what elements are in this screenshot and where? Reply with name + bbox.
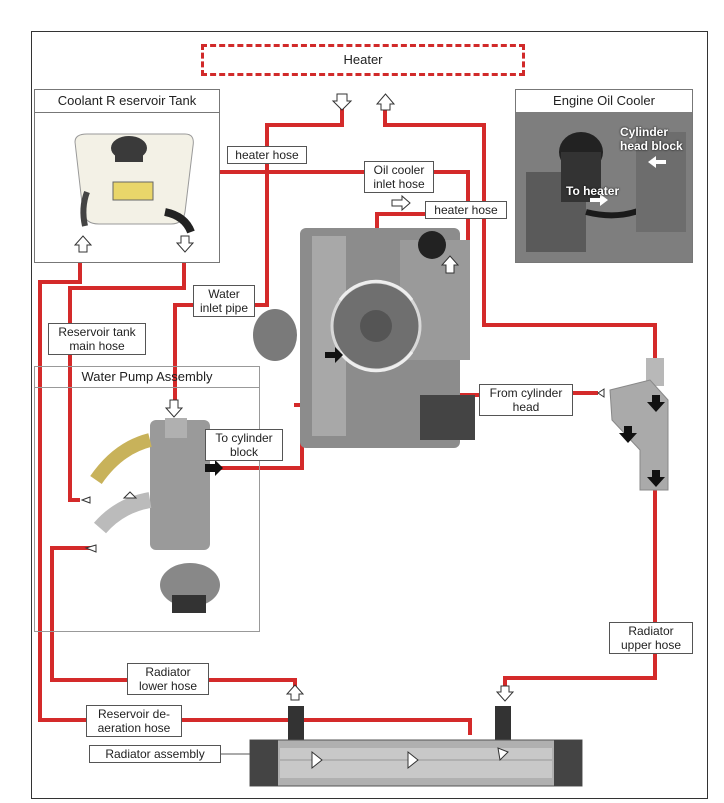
coolant-reservoir-panel: Coolant R eservoir Tank: [34, 89, 220, 263]
heater-hose-label-mid: heater hose: [425, 201, 507, 219]
heater-hose-label-top: heater hose: [227, 146, 307, 164]
right-arrow-icon: [391, 194, 411, 212]
left-arrow-icon: [648, 156, 666, 168]
left-arrow-icon: [407, 750, 419, 770]
right-arrow-icon: [590, 194, 608, 206]
down-arrow-icon: [175, 235, 195, 253]
up-arrow-icon: [285, 684, 305, 701]
left-arrow-icon: [497, 747, 509, 762]
heater-hose-right: [383, 108, 657, 362]
up-arrow-icon: [440, 255, 460, 274]
heater-label: Heater: [343, 52, 383, 67]
right-arrow-icon: [325, 347, 343, 363]
water-pump-title: Water Pump Assembly: [34, 366, 260, 388]
up-arrow-icon: [73, 235, 93, 253]
reservoir-main-hose-label: Reservoir tank main hose: [48, 323, 146, 355]
cylinder-head-block-text: Cylinder head block: [620, 125, 683, 153]
left-arrow-icon: [84, 544, 97, 553]
oil-cooler-photo: [516, 112, 692, 262]
right-arrow-icon: [597, 388, 605, 398]
reservoir-main-hose: [68, 258, 186, 502]
coolant-reservoir-title: Coolant R eservoir Tank: [35, 90, 219, 113]
water-pump-box: [34, 366, 260, 632]
heater-box: Heater: [201, 44, 525, 76]
heater-hose-left: [236, 108, 344, 307]
radiator-lower-hose-label: Radiator lower hose: [127, 663, 209, 695]
reservoir-tank-image: [73, 133, 195, 253]
oil-cooler-inlet-hose-label: Oil cooler inlet hose: [364, 161, 434, 193]
down-arrow-icon: [647, 470, 665, 487]
left-arrow-icon: [80, 496, 91, 504]
left-arrow-icon: [311, 750, 323, 770]
radiator-assembly-label: Radiator assembly: [89, 745, 221, 763]
down-arrow-icon: [647, 395, 665, 412]
down-arrow-icon: [619, 426, 637, 443]
to-cylinder-block-label: To cylinder block: [205, 429, 283, 461]
down-arrow-icon: [164, 399, 184, 418]
reservoir-deaeration-hose-label: Reservoir de- aeration hose: [86, 705, 182, 737]
down-arrow-icon: [495, 685, 515, 702]
to-heater-text: To heater: [566, 184, 620, 198]
up-arrow-icon: [122, 491, 138, 499]
radiator-upper-hose-label: Radiator upper hose: [609, 622, 693, 654]
from-cylinder-head-label: From cylinder head: [479, 384, 573, 416]
engine-oil-cooler-panel: Engine Oil Cooler Cylinder head block To…: [515, 89, 693, 263]
reservoir-deaeration-hose: [38, 258, 472, 735]
diagram-frame: [31, 31, 708, 799]
right-arrow-icon: [205, 460, 223, 476]
water-inlet-pipe-label: Water inlet pipe: [193, 285, 255, 317]
